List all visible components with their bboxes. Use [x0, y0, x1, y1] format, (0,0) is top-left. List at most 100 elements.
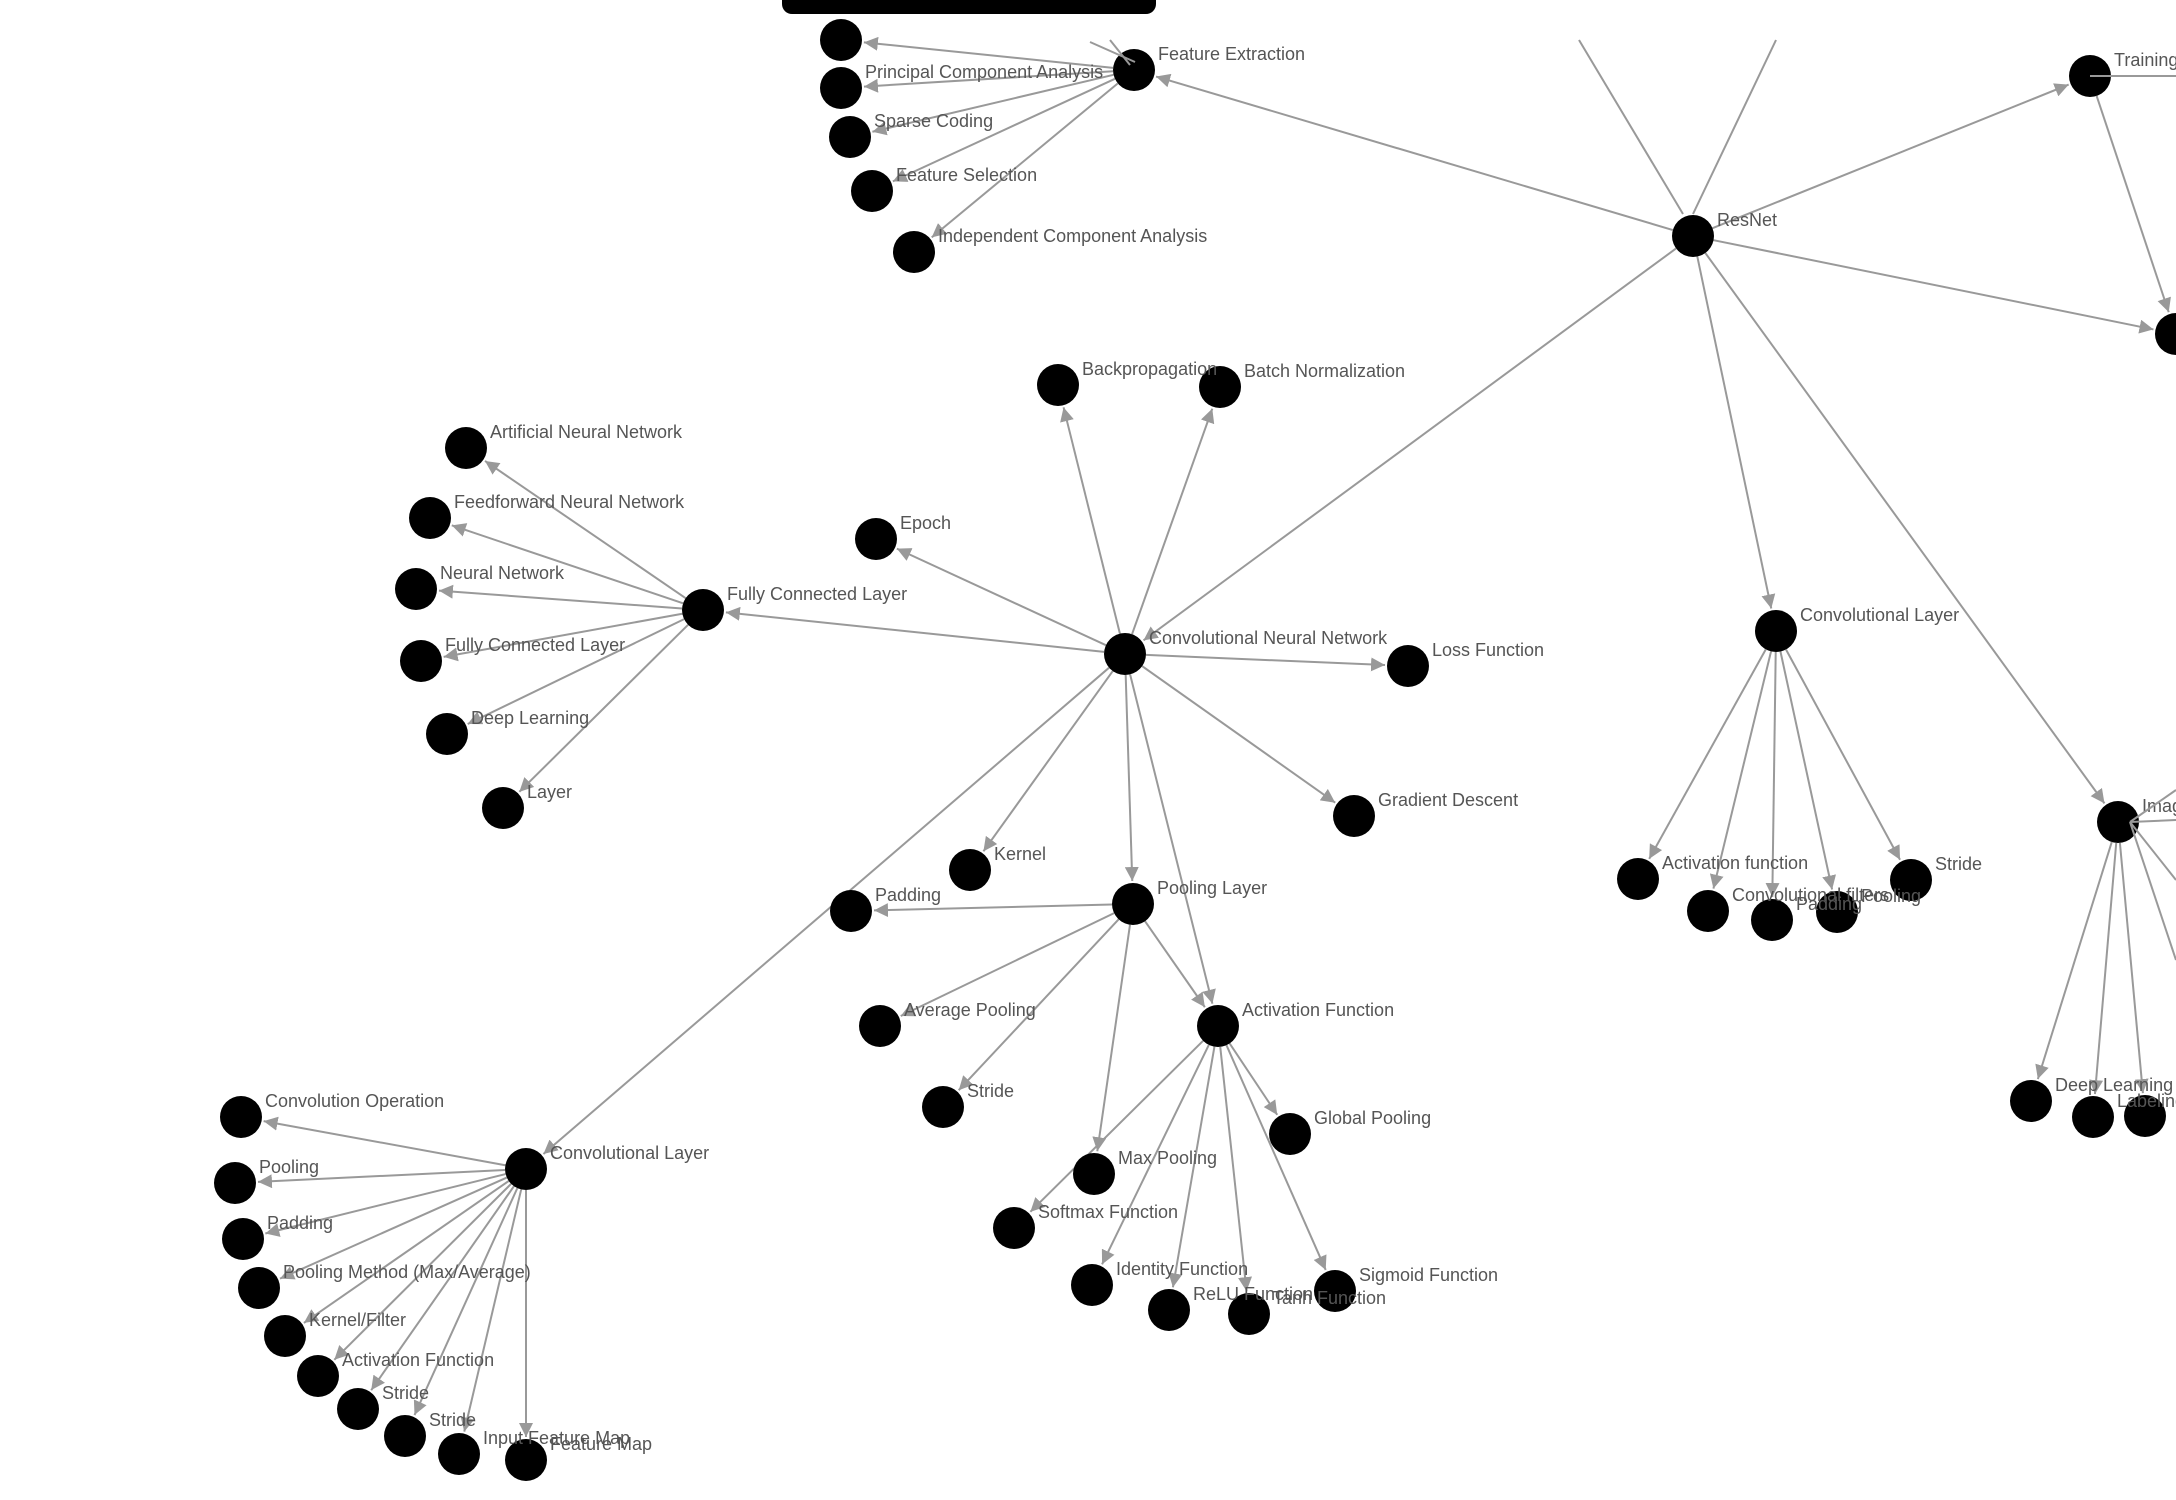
node-label-actfunc2: Activation Function: [342, 1350, 494, 1370]
node-label-actfunc3: Activation function: [1662, 853, 1808, 873]
node-label-fcl: Fully Connected Layer: [727, 584, 907, 604]
node-tanh[interactable]: [1228, 1293, 1270, 1335]
edge-resnet-convl2: [1696, 256, 1776, 609]
node-stride2[interactable]: [337, 1388, 379, 1430]
node-resnet[interactable]: [1672, 215, 1714, 257]
node-loss[interactable]: [1387, 645, 1429, 687]
offscreen-edge: [1089, 41, 1136, 63]
node-convfilters[interactable]: [1687, 890, 1729, 932]
edge-pool-padding1: [873, 903, 1113, 918]
node-identity[interactable]: [1071, 1264, 1113, 1306]
node-ann[interactable]: [445, 427, 487, 469]
node-label-gd: Gradient Descent: [1378, 790, 1518, 810]
node-ffnn[interactable]: [409, 497, 451, 539]
edge-convl2-stride4: [1785, 648, 1901, 861]
node-cnn[interactable]: [1104, 633, 1146, 675]
node-epoch[interactable]: [855, 518, 897, 560]
offscreen-edge: [1109, 39, 1131, 66]
node-label-convl1: Convolutional Layer: [550, 1143, 709, 1163]
node-labeling[interactable]: [2072, 1096, 2114, 1138]
edge-fe-pca: [863, 70, 1114, 93]
node-label-stride2: Stride: [382, 1383, 429, 1403]
node-poolmethod[interactable]: [238, 1267, 280, 1309]
node-label-cnn: Convolutional Neural Network: [1149, 628, 1388, 648]
node-label-layer: Layer: [527, 782, 572, 802]
node-label-padding3: Padding: [1796, 894, 1862, 914]
edge-act-softmax: [1029, 1040, 1204, 1213]
node-convop[interactable]: [220, 1096, 262, 1138]
node-stride4[interactable]: [1890, 859, 1932, 901]
node-image_child3[interactable]: [2124, 1095, 2166, 1137]
node-label-pooling2: Pooling: [259, 1157, 319, 1177]
edge-image-labeling: [2089, 842, 2118, 1095]
node-kernel[interactable]: [949, 849, 991, 891]
node-label-stride1: Stride: [967, 1081, 1014, 1101]
node-fe_top[interactable]: [820, 19, 862, 61]
node-label-identity: Identity Function: [1116, 1259, 1248, 1279]
edge-image-image_child3: [2118, 842, 2149, 1094]
node-ica[interactable]: [893, 231, 935, 273]
edge-fe-fe_top: [863, 36, 1114, 69]
node-label-epoch: Epoch: [900, 513, 951, 533]
node-fcl[interactable]: [682, 589, 724, 631]
node-sigmoid[interactable]: [1314, 1270, 1356, 1312]
edge-convl1-actfunc2: [333, 1183, 512, 1361]
node-stride1[interactable]: [922, 1086, 964, 1128]
node-batchnorm[interactable]: [1199, 366, 1241, 408]
node-label-backprop: Backpropagation: [1082, 359, 1217, 379]
node-backprop[interactable]: [1037, 364, 1079, 406]
node-nn[interactable]: [395, 568, 437, 610]
node-label-sparse: Sparse Coding: [874, 111, 993, 131]
node-gd[interactable]: [1333, 795, 1375, 837]
node-layer[interactable]: [214, 19, 2176, 1481]
node-fcl2[interactable]: [400, 640, 442, 682]
node-fsel[interactable]: [851, 170, 893, 212]
node-label-padding2: Padding: [267, 1213, 333, 1233]
node-actfunc3[interactable]: [1617, 858, 1659, 900]
node-sparse[interactable]: [829, 116, 871, 158]
node-padding3[interactable]: [1751, 899, 1793, 941]
edge-convl1-inputfm: [460, 1189, 523, 1432]
node-image[interactable]: [2097, 801, 2139, 843]
node-padding1[interactable]: [830, 890, 872, 932]
node-avgpool[interactable]: [859, 1005, 901, 1047]
node-kernfilter[interactable]: [264, 1315, 306, 1357]
edge-layer: [257, 36, 2171, 1437]
node-actfunc2[interactable]: [297, 1355, 339, 1397]
edge-cnn-backprop: [1060, 407, 1121, 634]
edge-image-dl2: [2035, 841, 2113, 1080]
node-convl1[interactable]: [505, 1148, 547, 1190]
edge-pool-avgpool: [900, 912, 1115, 1017]
node-featmap[interactable]: [505, 1439, 547, 1481]
node-dl2[interactable]: [2010, 1080, 2052, 1122]
node-label-avgpool: Average Pooling: [904, 1000, 1036, 1020]
node-relu[interactable]: [1148, 1289, 1190, 1331]
node-convl2[interactable]: [1755, 610, 1797, 652]
node-inputfm[interactable]: [438, 1433, 480, 1475]
node-globalpool[interactable]: [1269, 1113, 1311, 1155]
node-dl1[interactable]: [426, 713, 468, 755]
node-right_node[interactable]: [2155, 313, 2176, 355]
edge-cnn-epoch: [896, 547, 1107, 647]
edge-fe-fsel: [892, 77, 1116, 183]
node-label-dl2: Deep Learning: [2055, 1075, 2173, 1095]
node-layer[interactable]: [482, 787, 524, 829]
offscreen-edge: [2129, 789, 2176, 823]
node-fe[interactable]: [1113, 49, 1155, 91]
edge-fe-sparse: [872, 73, 1114, 136]
node-pooling3[interactable]: [1816, 891, 1858, 933]
node-softmax[interactable]: [993, 1207, 1035, 1249]
node-label-poolmethod: Pooling Method (Max/Average): [283, 1262, 531, 1282]
node-label-convop: Convolution Operation: [265, 1091, 444, 1111]
node-padding2[interactable]: [222, 1218, 264, 1260]
node-maxpool[interactable]: [1073, 1153, 1115, 1195]
node-pooling2[interactable]: [214, 1162, 256, 1204]
node-act[interactable]: [1197, 1005, 1239, 1047]
node-pool[interactable]: [1112, 883, 1154, 925]
node-label-pooling3: Pooling: [1861, 886, 1921, 906]
edge-fcl-ann: [484, 460, 687, 599]
node-stride3[interactable]: [384, 1415, 426, 1457]
edge-resnet-training: [1712, 83, 2070, 230]
node-pca[interactable]: [820, 67, 862, 109]
